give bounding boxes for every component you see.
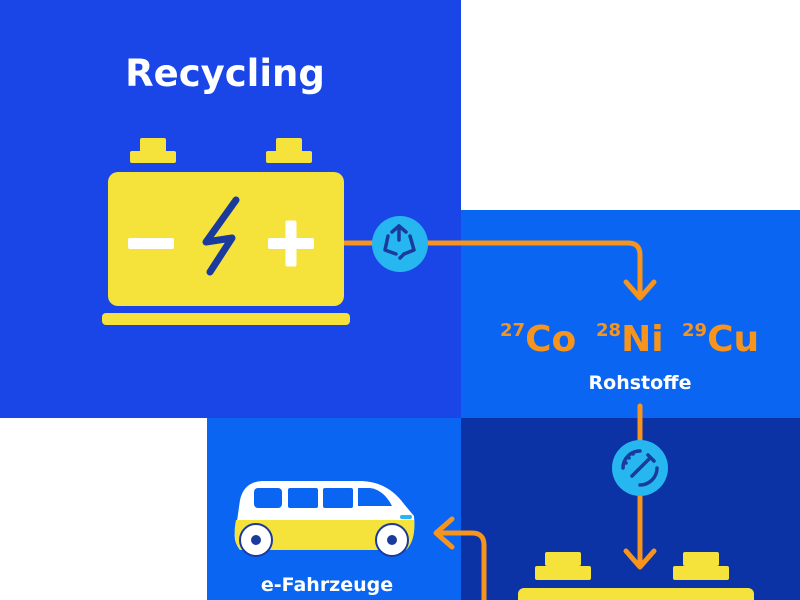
repair-tools-icon (612, 440, 668, 496)
battery-icon (102, 138, 350, 325)
vehicles-caption: e-Fahrzeuge (260, 574, 394, 596)
element-symbol: Cu (707, 319, 760, 360)
element-number: 29 (682, 320, 708, 341)
background-white-bottom (0, 418, 207, 600)
arrowheads (433, 279, 657, 570)
element-nickel: 28Ni (596, 318, 664, 362)
element-copper: 29Cu (682, 318, 759, 362)
production-battery-icon (518, 552, 754, 600)
arrowhead-down-2 (623, 548, 657, 570)
arrow-production-to-vehicles (435, 530, 487, 600)
element-number: 27 (500, 320, 526, 341)
element-symbol: Ni (621, 319, 664, 360)
arrowhead-left (433, 516, 455, 550)
arrow-recycling-to-raw (342, 240, 643, 299)
recycling-title: Recycling (125, 52, 325, 95)
element-symbol: Co (525, 319, 577, 360)
background-white-top (461, 0, 800, 210)
element-number: 28 (596, 320, 622, 341)
raw-materials-caption: Rohstoffe (588, 372, 692, 394)
electric-van-icon (234, 481, 415, 557)
lightning-bolt-icon (202, 196, 240, 276)
element-cobalt: 27Co (500, 318, 576, 362)
recycle-icon (372, 216, 428, 272)
arrowhead-down-1 (623, 279, 657, 301)
